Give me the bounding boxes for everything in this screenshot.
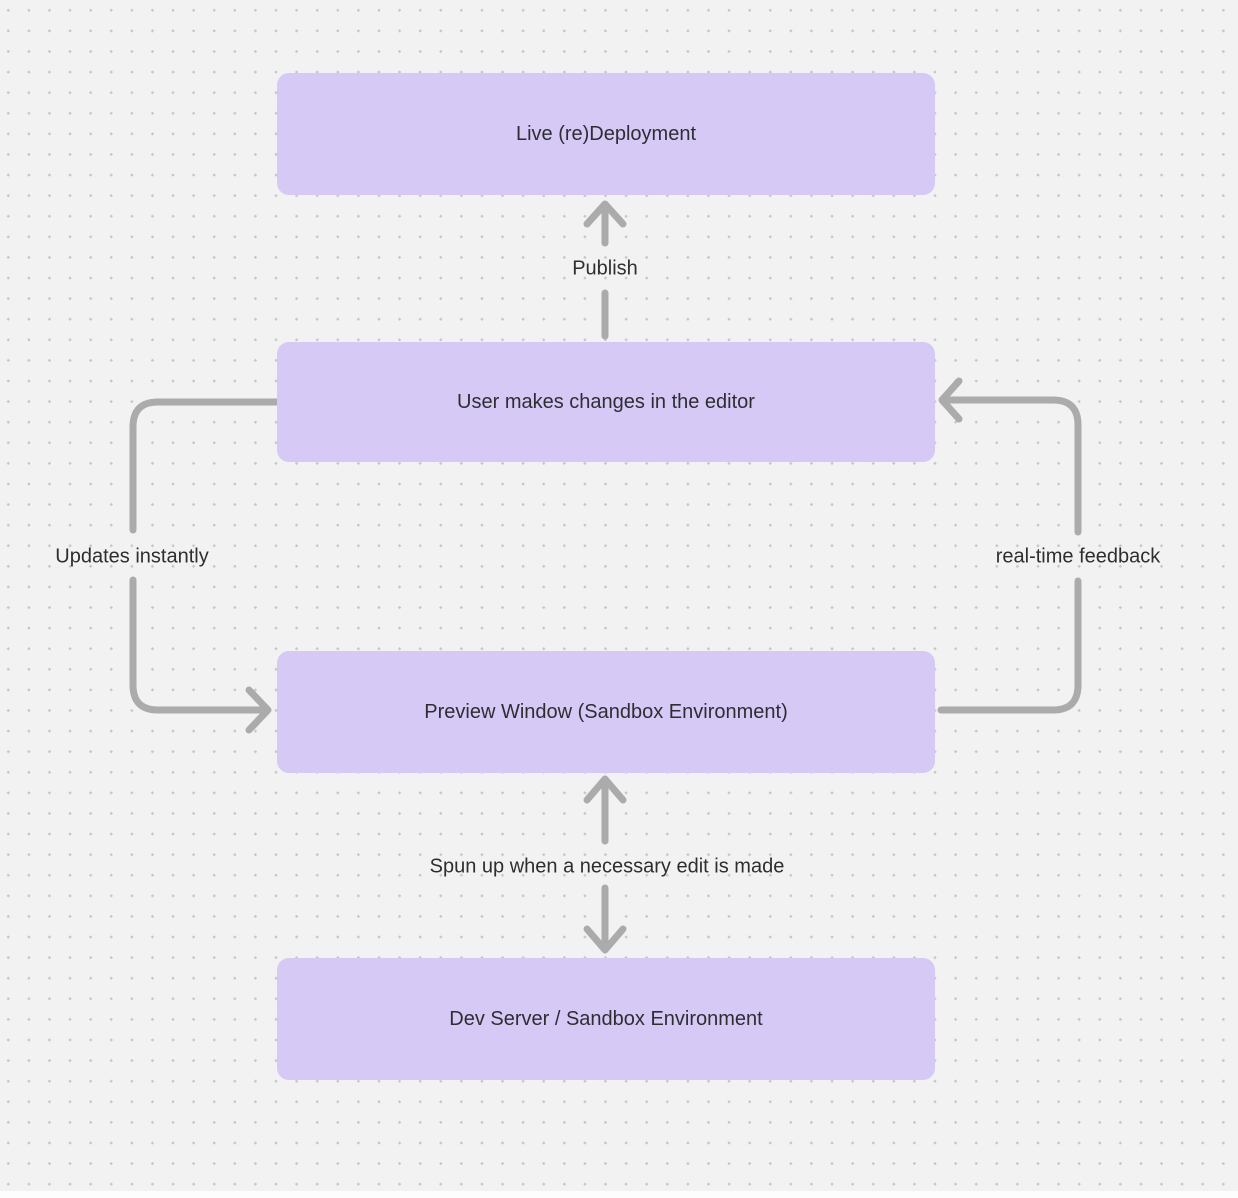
node-dev-server: Dev Server / Sandbox Environment xyxy=(277,958,935,1080)
node-live-redeployment-label: Live (re)Deployment xyxy=(515,123,697,145)
edge-label-publish: Publish xyxy=(572,257,638,280)
edge-updates-instantly-upper-segment xyxy=(129,398,281,534)
edge-label-spun-up: Spun up when a necessary edit is made xyxy=(429,855,785,878)
edge-label-updates-instantly: Updates instantly xyxy=(55,545,209,568)
node-live-redeployment: Live (re)Deployment xyxy=(277,73,935,195)
edge-publish-arrow-segment xyxy=(583,200,627,247)
edge-spun-up-arrow-down-segment xyxy=(583,884,627,954)
node-user-editor-label: User makes changes in the editor xyxy=(457,391,755,413)
node-preview-window-label: Preview Window (Sandbox Environment) xyxy=(424,701,788,723)
edge-spun-up-arrow-up-segment xyxy=(583,775,627,845)
edge-updates-instantly-arrow-segment xyxy=(129,576,272,734)
node-dev-server-label: Dev Server / Sandbox Environment xyxy=(449,1008,763,1030)
edge-label-real-time-feedback: real-time feedback xyxy=(995,545,1161,568)
canvas-bottom-edge xyxy=(0,1191,1238,1198)
node-user-editor: User makes changes in the editor xyxy=(277,342,935,462)
edge-real-time-feedback-lower-segment xyxy=(937,577,1082,714)
edge-real-time-feedback-arrow-segment xyxy=(938,377,1082,536)
node-preview-window: Preview Window (Sandbox Environment) xyxy=(277,651,935,773)
